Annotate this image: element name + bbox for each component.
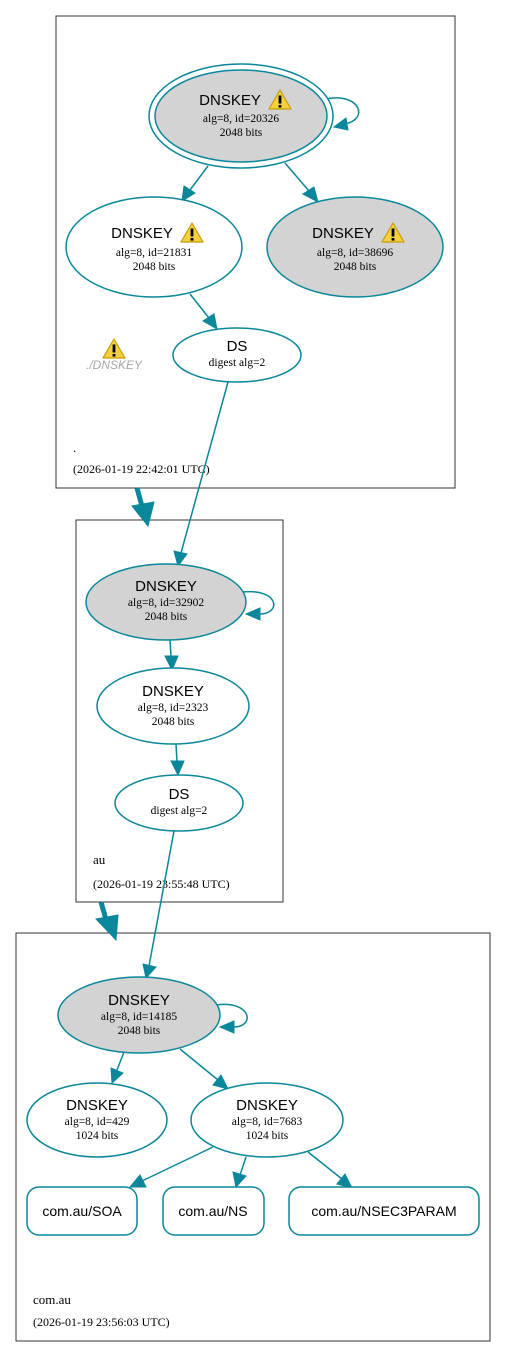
edge-root-ksk-self [325, 97, 360, 131]
rrset-ns-label: com.au/NS [178, 1203, 247, 1219]
node-au-ksk-bits: 2048 bits [145, 611, 188, 623]
zone-delegation-arrow-root-au [131, 487, 155, 528]
node-rrset-nsec3param[interactable]: com.au/NSEC3PARAM [288, 1186, 480, 1236]
node-comau-key429-id: alg=8, id=429 [65, 1116, 130, 1128]
node-comau-key7683-title: DNSKEY [236, 1097, 298, 1114]
node-au-zsk-bits: 2048 bits [152, 716, 195, 728]
node-root-ds-digest: digest alg=2 [209, 357, 266, 369]
zone-comau-box [15, 932, 491, 1342]
node-au-ksk[interactable]: DNSKEY alg=8, id=32902 2048 bits [85, 563, 247, 641]
edge-au-ksk-zsk [164, 639, 179, 672]
node-au-ds-title: DS [169, 786, 190, 803]
node-root-zsk-title: DNSKEY [111, 225, 173, 242]
warning-icon [102, 338, 126, 359]
node-root-missing-dnskey: ./DNSKEY [86, 338, 143, 372]
edge-root-ds-au-ksk [173, 381, 229, 568]
edge-root-ksk-key3 [284, 162, 319, 203]
zone-root-timestamp: (2026-01-19 22:42:01 UTC) [73, 462, 210, 476]
node-comau-key7683[interactable]: DNSKEY alg=8, id=7683 1024 bits [190, 1082, 344, 1158]
zone-comau: com.au (2026-01-19 23:56:03 UTC) [15, 932, 491, 1342]
node-root-zsk-bits: 2048 bits [133, 261, 176, 273]
node-comau-key429-bits: 1024 bits [76, 1130, 119, 1142]
node-root-ksk-bits: 2048 bits [220, 127, 263, 139]
zone-au: au (2026-01-19 23:55:48 UTC) [75, 519, 284, 903]
node-comau-key429[interactable]: DNSKEY alg=8, id=429 1024 bits [26, 1082, 168, 1158]
node-root-ds-title: DS [227, 338, 248, 355]
node-root-key3-title: DNSKEY [312, 225, 374, 242]
edge-au-ds-comau-ksk [142, 830, 175, 980]
edge-comau-ksk-key429 [110, 1051, 125, 1085]
node-comau-key7683-bits: 1024 bits [246, 1130, 289, 1142]
zone-au-name: au [93, 852, 106, 867]
edge-key7683-nsec3param [307, 1151, 353, 1189]
rrset-nsec3param-label: com.au/NSEC3PARAM [311, 1203, 456, 1219]
zone-comau-timestamp: (2026-01-19 23:56:03 UTC) [33, 1315, 170, 1329]
zone-root: . (2026-01-19 22:42:01 UTC) [55, 15, 456, 489]
node-rrset-ns[interactable]: com.au/NS [162, 1186, 265, 1236]
node-au-ds-digest: digest alg=2 [151, 805, 208, 817]
zone-delegation-arrow-au-comau [94, 901, 119, 942]
node-root-ksk[interactable]: DNSKEY alg=8, id=20326 2048 bits [148, 63, 334, 169]
zone-comau-name: com.au [33, 1292, 71, 1307]
node-au-ds[interactable]: DS digest alg=2 [114, 774, 244, 832]
node-au-zsk[interactable]: DNSKEY alg=8, id=2323 2048 bits [96, 667, 250, 745]
node-comau-key429-title: DNSKEY [66, 1097, 128, 1114]
zone-au-box [75, 519, 284, 903]
node-comau-ksk-id: alg=8, id=14185 [101, 1011, 177, 1023]
zone-root-box [55, 15, 456, 489]
node-root-zsk-id: alg=8, id=21831 [116, 247, 192, 259]
node-comau-ksk-title: DNSKEY [108, 992, 170, 1009]
node-au-ksk-title: DNSKEY [135, 578, 197, 595]
node-rrset-soa[interactable]: com.au/SOA [26, 1186, 138, 1236]
edge-au-ksk-self [241, 590, 275, 621]
node-comau-ksk[interactable]: DNSKEY alg=8, id=14185 2048 bits [57, 976, 221, 1054]
edge-root-ksk-zsk [181, 165, 209, 202]
node-root-ksk-id: alg=8, id=20326 [203, 113, 279, 125]
node-comau-ksk-bits: 2048 bits [118, 1025, 161, 1037]
node-root-zsk[interactable]: DNSKEY alg=8, id=21831 2048 bits [65, 196, 243, 298]
edge-root-zsk-ds [189, 293, 218, 330]
node-au-ksk-id: alg=8, id=32902 [128, 597, 204, 609]
edge-key7683-soa [128, 1146, 214, 1188]
edge-key7683-ns [232, 1156, 247, 1189]
zone-root-name: . [73, 440, 76, 455]
edge-comau-ksk-self [215, 1003, 248, 1034]
node-root-ds[interactable]: DS digest alg=2 [172, 327, 302, 383]
rrset-soa-label: com.au/SOA [42, 1203, 122, 1219]
node-root-key3[interactable]: DNSKEY alg=8, id=38696 2048 bits [266, 196, 444, 298]
node-au-zsk-title: DNSKEY [142, 683, 204, 700]
node-root-key3-bits: 2048 bits [334, 261, 377, 273]
zone-au-timestamp: (2026-01-19 23:55:48 UTC) [93, 877, 230, 891]
edge-au-zsk-ds [170, 743, 185, 777]
node-root-key3-id: alg=8, id=38696 [317, 247, 393, 259]
edge-comau-ksk-key7683 [179, 1048, 229, 1090]
missing-dnskey-label: ./DNSKEY [86, 358, 143, 372]
node-comau-key7683-id: alg=8, id=7683 [232, 1116, 303, 1128]
node-au-zsk-id: alg=8, id=2323 [138, 702, 209, 714]
node-root-ksk-title: DNSKEY [199, 92, 261, 109]
